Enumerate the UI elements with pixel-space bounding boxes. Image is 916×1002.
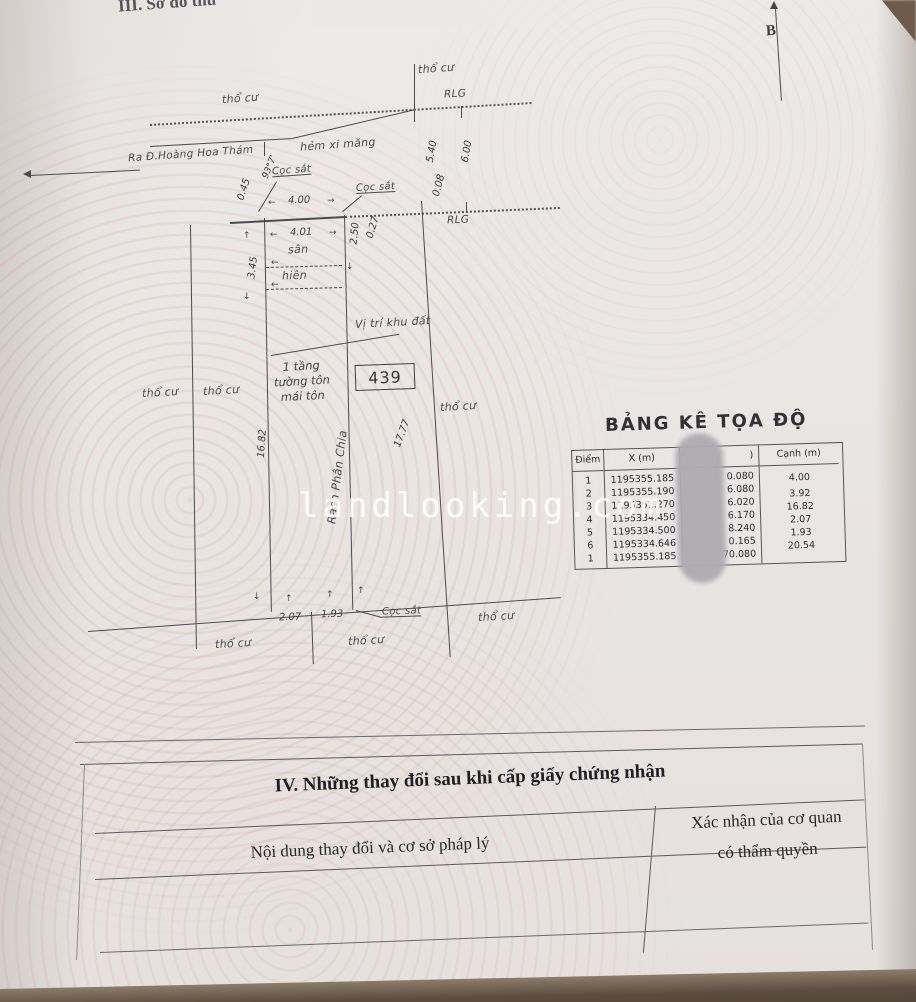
overexposure-wash (205, 0, 625, 28)
dim-arrow: ← (270, 230, 278, 240)
plot-right-edge (344, 214, 354, 610)
canal-east-line (421, 200, 451, 658)
label-coc-sat-3: Cọc sắt (381, 605, 422, 618)
boundary-dotted-upper (150, 102, 532, 126)
dim-0-08: 0.08 (430, 173, 448, 198)
dim-arrow: ↑ (243, 231, 251, 241)
cell-point: 6 (574, 538, 608, 553)
col-header-edge: Cạnh (m) (758, 443, 839, 467)
desk-bottom-strip (0, 968, 916, 1002)
dim-arrow: ↑ (357, 586, 365, 596)
section4-left-column-header: Nội dung thay đổi và cơ sở pháp lý (250, 833, 490, 862)
dim-arrow: → (327, 196, 335, 206)
label-tho-cu-8: thổ cư (477, 609, 515, 624)
north-arrow-head-icon (770, 1, 778, 9)
dim-arrow: ↑ (326, 590, 334, 600)
label-tho-cu-4: thổ cư (202, 383, 240, 398)
col-header-point: Điểm (572, 450, 605, 472)
street-arrow-line (30, 169, 140, 177)
iv-row-rule (100, 922, 869, 954)
label-hem-xi-mang: hẻm xi măng (299, 135, 377, 154)
redaction-blur (674, 432, 728, 584)
dim-4-00: 4.00 (287, 194, 311, 207)
label-coc-sat-2: Cọc sắt (355, 180, 396, 195)
dim-3-45: 3.45 (246, 255, 260, 280)
dim-arrow: → (329, 228, 337, 238)
house-line-3: mái tôn (280, 387, 326, 405)
dim-2-50: 2.50 (348, 221, 362, 246)
cell-point: 5 (574, 525, 607, 540)
label-tho-cu-2: thổ cư (417, 60, 455, 77)
dim-17-77: 17.77 (392, 418, 413, 449)
plot-north-line (230, 215, 345, 225)
right-edge-shadow (876, 0, 916, 1002)
left-edge-shadow (0, 0, 90, 1002)
label-ra-duong: Ra Đ.Hoàng Hoa Thám (127, 143, 254, 165)
section4-title: IV. Những thay đổi sau khi cấp giấy chứn… (274, 760, 666, 797)
cell-x: 1195355.185 (607, 549, 684, 568)
north-label: B (765, 22, 777, 40)
label-tho-cu-1: thổ cư (221, 90, 259, 107)
section4-right-column-header: Xác nhận của cơ quan có thẩm quyền (657, 799, 877, 870)
plot-number: 439 (367, 366, 403, 388)
neighbor-boundary-line (190, 224, 198, 649)
dim-arrow: ← (271, 258, 279, 268)
dim-0-27: 0.27 (364, 215, 382, 240)
dim-0-45: 0.45 (235, 177, 253, 202)
alley-tick (264, 142, 266, 156)
iv-top-rule-1 (75, 725, 865, 744)
plot-number-box: 439 (354, 362, 416, 392)
boundary-tick-vertical (414, 64, 416, 122)
guilloche-pattern-bottom (0, 520, 700, 1002)
label-rlg-mid: RLG (446, 213, 470, 227)
dim-arrow: ↓ (253, 592, 261, 602)
dim-arrow: ↓ (346, 262, 354, 272)
dim-1-93: 1.93 (320, 608, 344, 621)
label-rlg-top: RLG (443, 87, 467, 101)
coordinate-table-title: BẢNG KÊ TỌA ĐỘ (604, 408, 808, 436)
vi-tri-leader (271, 333, 400, 357)
cell-edge: 4.00 (788, 471, 811, 484)
cell-edge (762, 551, 841, 566)
label-tho-cu-3: thổ cư (141, 385, 179, 400)
cell-point: 1 (575, 551, 608, 569)
guilloche-pattern-topright (380, 0, 916, 420)
rlg-tick-mid (466, 202, 468, 213)
dim-arrow: ↓ (243, 292, 251, 302)
section3-title: III. Sơ đồ thử (117, 0, 218, 16)
dim-4-01: 4.01 (289, 226, 313, 239)
label-tho-cu-7: thổ cư (347, 633, 385, 648)
label-tho-cu-6: thổ cư (214, 636, 252, 651)
label-coc-sat-1: Cọc sắt (271, 163, 312, 178)
dim-6-00: 6.00 (459, 139, 475, 164)
dim-16-82: 16.82 (255, 428, 269, 459)
dim-5-40: 5.40 (424, 139, 440, 164)
dim-arrow: ↑ (285, 594, 293, 604)
col-header-x: X (m) (604, 447, 681, 471)
bottom-dim-tick (311, 611, 315, 664)
desk-corner-topright (881, 0, 916, 42)
dim-arrow: ← (268, 198, 276, 208)
label-san: sân (287, 242, 309, 257)
house-description: 1 tầng tường tôn mái tôn (269, 357, 335, 405)
watermark-text: landlooking.com (298, 486, 666, 526)
label-vi-tri-khu-dat: Vị trí khu đất (354, 314, 431, 331)
label-hien: hiên (281, 268, 308, 283)
dim-2-07: 2.07 (278, 611, 302, 624)
north-arrow-line (775, 8, 783, 101)
plot-left-edge (264, 217, 273, 612)
rlg-tick-top (461, 106, 463, 118)
iv-left-border (76, 764, 86, 960)
coc-sat-2-leader (342, 195, 362, 213)
street-arrow-head-icon (23, 170, 31, 178)
dim-arrow: ← (271, 280, 279, 290)
label-tho-cu-5: thổ cư (439, 399, 477, 414)
